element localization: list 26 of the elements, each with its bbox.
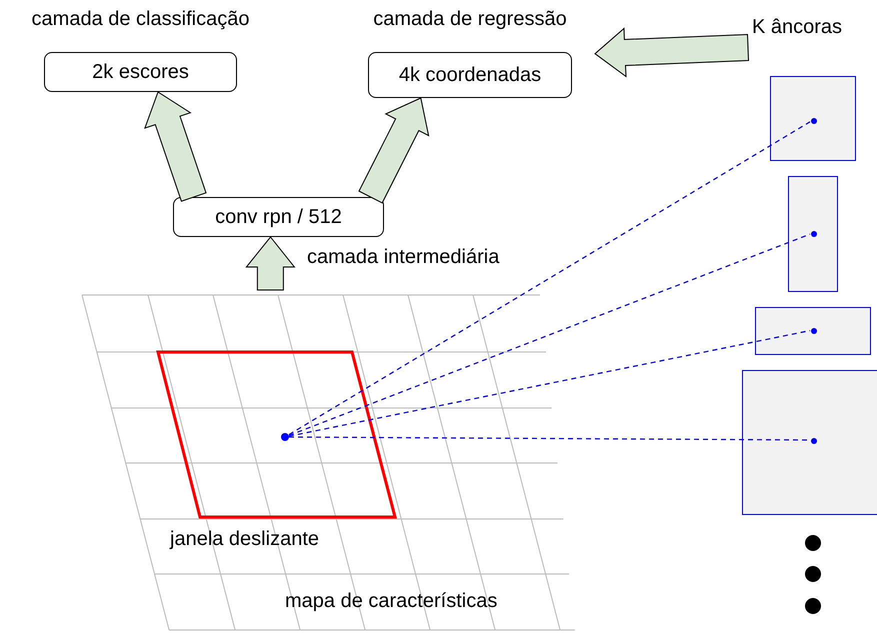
anchor-box (770, 76, 856, 161)
anchor-box (742, 370, 877, 515)
layer-box: conv rpn / 512 (173, 197, 384, 237)
window-label: janela deslizante (170, 528, 319, 551)
block-arrow (144, 91, 207, 202)
block-arrow (245, 236, 296, 290)
anchor-center-dot (281, 433, 289, 441)
map-label: mapa de características (285, 590, 498, 613)
anchor-center-dot (811, 328, 817, 334)
anchor-center-dot (811, 118, 817, 124)
anchor-center-dot (811, 231, 817, 237)
anchor-box (755, 307, 871, 355)
dashed-connector (288, 121, 810, 436)
layer-caption: camada intermediária (307, 246, 500, 269)
dashed-connector (288, 330, 810, 437)
dashed-connector (288, 234, 810, 436)
dashed-connector (289, 436, 810, 441)
block-arrow (358, 97, 430, 204)
anchor-box (788, 176, 838, 292)
anchors-title: K âncoras (752, 16, 842, 39)
layer-title: camada de regressão (372, 8, 568, 31)
layer-box: 4k coordenadas (368, 52, 572, 98)
block-arrow (594, 27, 750, 78)
layer-title: camada de classificação (30, 8, 250, 31)
anchor-center-dot (811, 438, 817, 444)
layer-box: 2k escores (44, 52, 237, 92)
